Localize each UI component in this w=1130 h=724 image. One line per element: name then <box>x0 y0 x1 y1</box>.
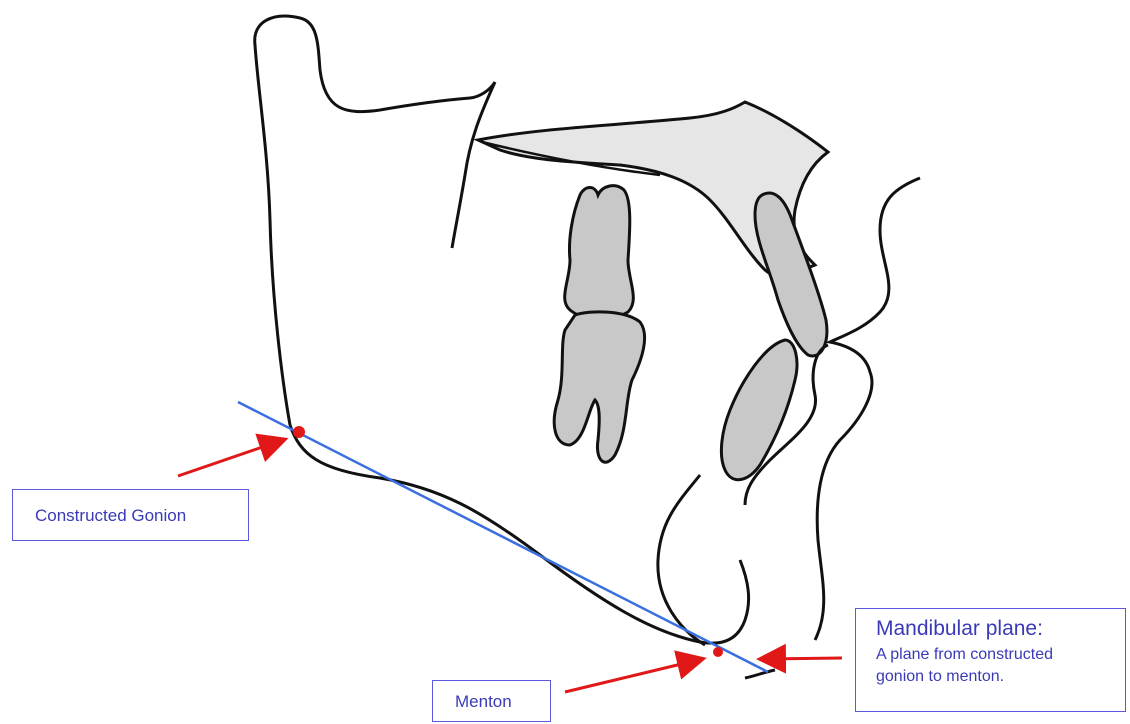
constructed-gonion-label: Constructed Gonion <box>12 489 249 541</box>
mandibular-plane-title: Mandibular plane: <box>876 615 1125 643</box>
upper-molar-tooth <box>565 186 634 320</box>
menton-arrow <box>565 660 698 692</box>
mandibular-plane-label: Mandibular plane: A plane from construct… <box>855 608 1126 712</box>
mandibular-plane-description: A plane from constructed gonion to mento… <box>876 644 1125 688</box>
upper-incisor-tooth <box>755 193 827 356</box>
constructed-gonion-text: Constructed Gonion <box>35 506 186 525</box>
menton-text: Menton <box>455 692 512 711</box>
mandible-outline <box>255 16 495 425</box>
menton-label: Menton <box>432 680 551 722</box>
constructed-gonion-point <box>293 426 305 438</box>
upper-lip-profile <box>815 178 920 640</box>
lower-incisor-tooth <box>721 340 797 480</box>
mandible-lower-border <box>290 425 749 643</box>
chin-lower-line <box>745 670 775 678</box>
menton-point <box>713 647 723 657</box>
mandibular-plane-desc-line2: gonion to menton. <box>876 666 1125 688</box>
mandibular-plane-arrow <box>765 658 842 659</box>
lower-molar-tooth <box>554 312 644 462</box>
mandibular-plane-line <box>238 402 768 672</box>
gonion-arrow <box>178 441 280 476</box>
mandibular-plane-desc-line1: A plane from constructed <box>876 644 1125 666</box>
